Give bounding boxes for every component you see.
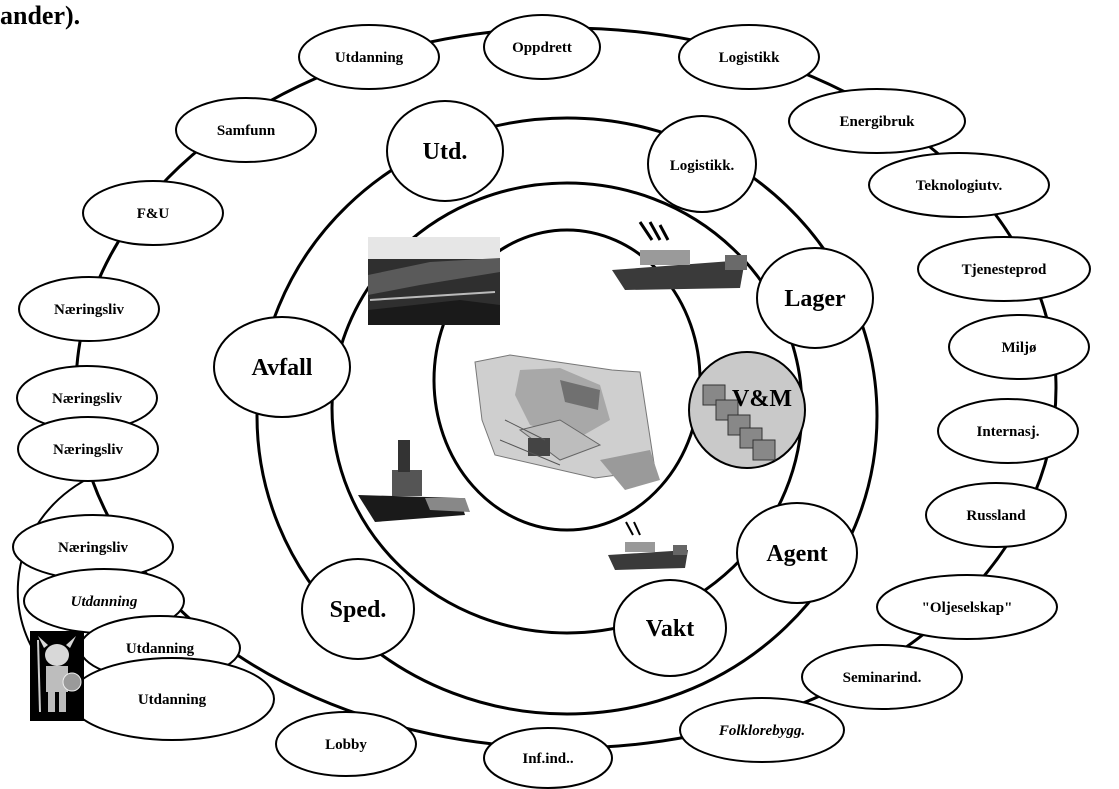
node-utd: Utd. bbox=[386, 100, 504, 202]
node-agent-label: Agent bbox=[766, 541, 827, 567]
node-avfall: Avfall bbox=[213, 316, 351, 418]
vm-logo-label: V&M bbox=[732, 386, 792, 412]
node-naeringsliv-2-label: Næringsliv bbox=[52, 391, 123, 407]
node-lager: Lager bbox=[756, 247, 874, 349]
node-fu: F&U bbox=[82, 180, 224, 246]
node-teknologiutv-label: Teknologiutv. bbox=[916, 178, 1003, 194]
node-naeringsliv-1: Næringsliv bbox=[18, 276, 160, 342]
node-tjenesteprod: Tjenesteprod bbox=[917, 236, 1091, 302]
node-utdanning-3: Utdanning bbox=[69, 657, 275, 741]
node-fu-label: F&U bbox=[137, 206, 170, 222]
node-russland-label: Russland bbox=[966, 508, 1026, 524]
node-internasj-label: Internasj. bbox=[977, 424, 1040, 440]
cargo-ship-top-picture bbox=[612, 221, 747, 290]
node-logistikk-inner-label: Logistikk. bbox=[670, 158, 735, 174]
node-oljeselskap-label: "Oljeselskap" bbox=[922, 600, 1013, 616]
node-infind-label: Inf.ind.. bbox=[522, 751, 574, 767]
node-samfunn: Samfunn bbox=[175, 97, 317, 163]
node-utdanning-top-label: Utdanning bbox=[335, 50, 404, 66]
cargo-ship-bottom-picture bbox=[608, 521, 688, 570]
node-miljo: Miljø bbox=[948, 314, 1090, 380]
node-folklorebygg: Folklorebygg. bbox=[679, 697, 845, 763]
node-logistikk-outer: Logistikk bbox=[678, 24, 820, 90]
node-utdanning-1-label: Utdanning bbox=[71, 594, 138, 610]
node-infind: Inf.ind.. bbox=[483, 727, 613, 789]
node-folklorebygg-label: Folklorebygg. bbox=[718, 723, 805, 739]
node-internasj: Internasj. bbox=[937, 398, 1079, 464]
node-vakt: Vakt bbox=[613, 579, 727, 677]
node-utdanning-3-label: Utdanning bbox=[138, 692, 207, 708]
middle-ring bbox=[255, 116, 879, 716]
node-seminarind: Seminarind. bbox=[801, 644, 963, 710]
tug-boat-picture bbox=[358, 440, 470, 522]
node-lobby-label: Lobby bbox=[325, 737, 367, 753]
node-seminarind-label: Seminarind. bbox=[843, 670, 922, 686]
node-oppdrett: Oppdrett bbox=[483, 14, 601, 80]
node-agent: Agent bbox=[736, 502, 858, 604]
node-russland: Russland bbox=[925, 482, 1067, 548]
node-tjenesteprod-label: Tjenesteprod bbox=[962, 262, 1047, 278]
node-energibruk-label: Energibruk bbox=[839, 114, 915, 130]
node-lobby: Lobby bbox=[275, 711, 417, 777]
node-oljeselskap: "Oljeselskap" bbox=[876, 574, 1058, 640]
node-energibruk: Energibruk bbox=[788, 88, 966, 154]
node-oppdrett-label: Oppdrett bbox=[512, 40, 572, 56]
node-lager-label: Lager bbox=[784, 286, 846, 312]
harbour-photo bbox=[368, 237, 500, 325]
node-utdanning-2-label: Utdanning bbox=[126, 641, 195, 657]
node-naeringsliv-1-label: Næringsliv bbox=[54, 302, 125, 318]
vm-logo: V&M bbox=[688, 351, 806, 469]
node-logistikk-outer-label: Logistikk bbox=[719, 50, 781, 66]
node-utd-label: Utd. bbox=[423, 139, 468, 165]
node-teknologiutv: Teknologiutv. bbox=[868, 152, 1050, 218]
node-naeringsliv-4-label: Næringsliv bbox=[58, 540, 129, 556]
node-naeringsliv-3: Næringsliv bbox=[17, 416, 159, 482]
node-sped: Sped. bbox=[301, 558, 415, 660]
node-logistikk-inner: Logistikk. bbox=[647, 115, 757, 213]
node-naeringsliv-3-label: Næringsliv bbox=[53, 442, 124, 458]
node-samfunn-label: Samfunn bbox=[217, 123, 276, 139]
heading-fragment: ander). bbox=[0, 1, 80, 30]
node-naeringsliv-2: Næringsliv bbox=[16, 365, 158, 431]
harbour-model-picture bbox=[474, 354, 660, 490]
node-miljo-label: Miljø bbox=[1002, 340, 1037, 356]
node-sped-label: Sped. bbox=[330, 597, 387, 623]
node-vakt-label: Vakt bbox=[646, 616, 694, 642]
viking-figure-picture bbox=[30, 631, 84, 721]
node-avfall-label: Avfall bbox=[252, 355, 313, 381]
node-utdanning-top: Utdanning bbox=[298, 24, 440, 90]
